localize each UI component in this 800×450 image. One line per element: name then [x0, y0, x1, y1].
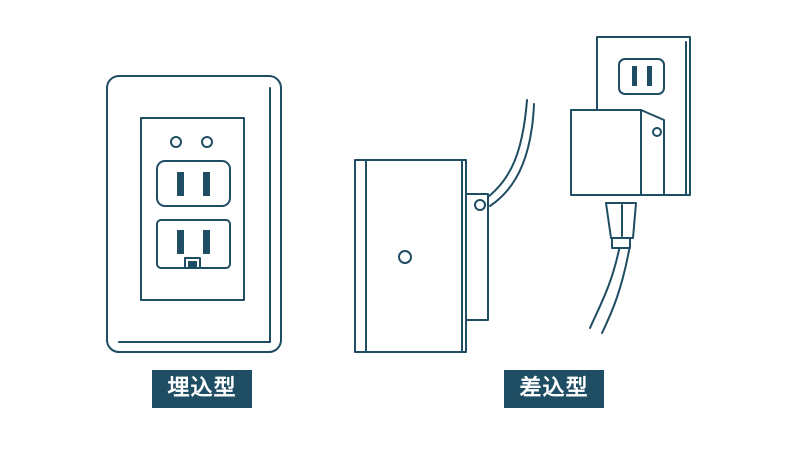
- label-embedded-type: 埋込型: [152, 370, 252, 408]
- plugin-adapter-side: [354, 99, 535, 353]
- embedded-outlet: [106, 75, 282, 353]
- upper-socket: [156, 160, 231, 207]
- label-plugin-type: 差込型: [504, 370, 604, 408]
- indicator-dot-right: [201, 136, 213, 148]
- indicator-dot-left: [170, 136, 182, 148]
- plugin-adapter-wall: [570, 36, 691, 334]
- adapter-led: [398, 250, 412, 264]
- outlet-frame: [140, 117, 245, 301]
